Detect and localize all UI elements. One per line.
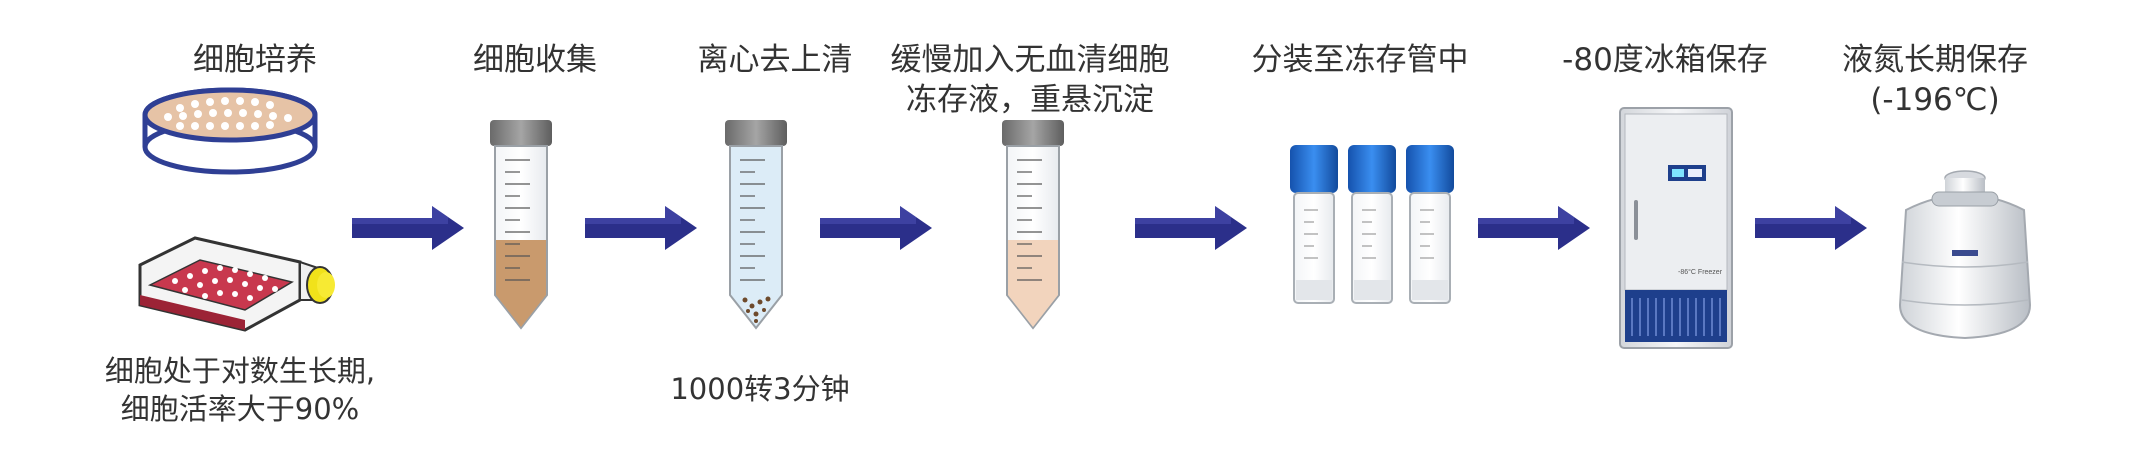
arrow-icon	[820, 206, 932, 250]
flask-icon	[138, 236, 335, 332]
cryovial-icon	[1290, 145, 1338, 304]
step1-note-line1: 细胞处于对数生长期,	[104, 354, 376, 388]
arrow-icon	[1755, 206, 1867, 250]
arrow-icon	[1478, 206, 1590, 250]
step4-title-line2: 冻存液，重悬沉淀	[906, 82, 1154, 118]
centrifuge-tube-icon	[490, 120, 552, 330]
dish-icon	[142, 87, 318, 175]
step3-title: 离心去上清	[697, 42, 853, 78]
step4-title-line1: 缓慢加入无血清细胞	[890, 42, 1170, 78]
step2-title: 细胞收集	[473, 42, 597, 78]
dewar-icon	[1898, 170, 2032, 340]
cryovial-icon	[1348, 145, 1396, 304]
arrow-icon	[352, 206, 464, 250]
step7-title-line1: 液氮长期保存	[1842, 42, 2028, 78]
step7-title-line2: (-196℃)	[1870, 82, 2000, 118]
cryovial-icon	[1406, 145, 1454, 304]
arrow-icon	[585, 206, 697, 250]
step1-title: 细胞培养	[193, 42, 317, 78]
step1-note-line2: 细胞活率大于90%	[120, 392, 360, 426]
step5-title: 分装至冻存管中	[1251, 42, 1469, 78]
step6-title: -80度冰箱保存	[1562, 42, 1768, 78]
arrow-icon	[1135, 206, 1247, 250]
freezer-icon: -86°C Freezer	[1619, 107, 1733, 349]
step3-note: 1000转3分钟	[670, 372, 850, 406]
centrifuge-tube-icon	[1002, 120, 1064, 330]
centrifuge-tube-icon	[725, 120, 787, 330]
freezer-label: -86°C Freezer	[1678, 268, 1723, 276]
